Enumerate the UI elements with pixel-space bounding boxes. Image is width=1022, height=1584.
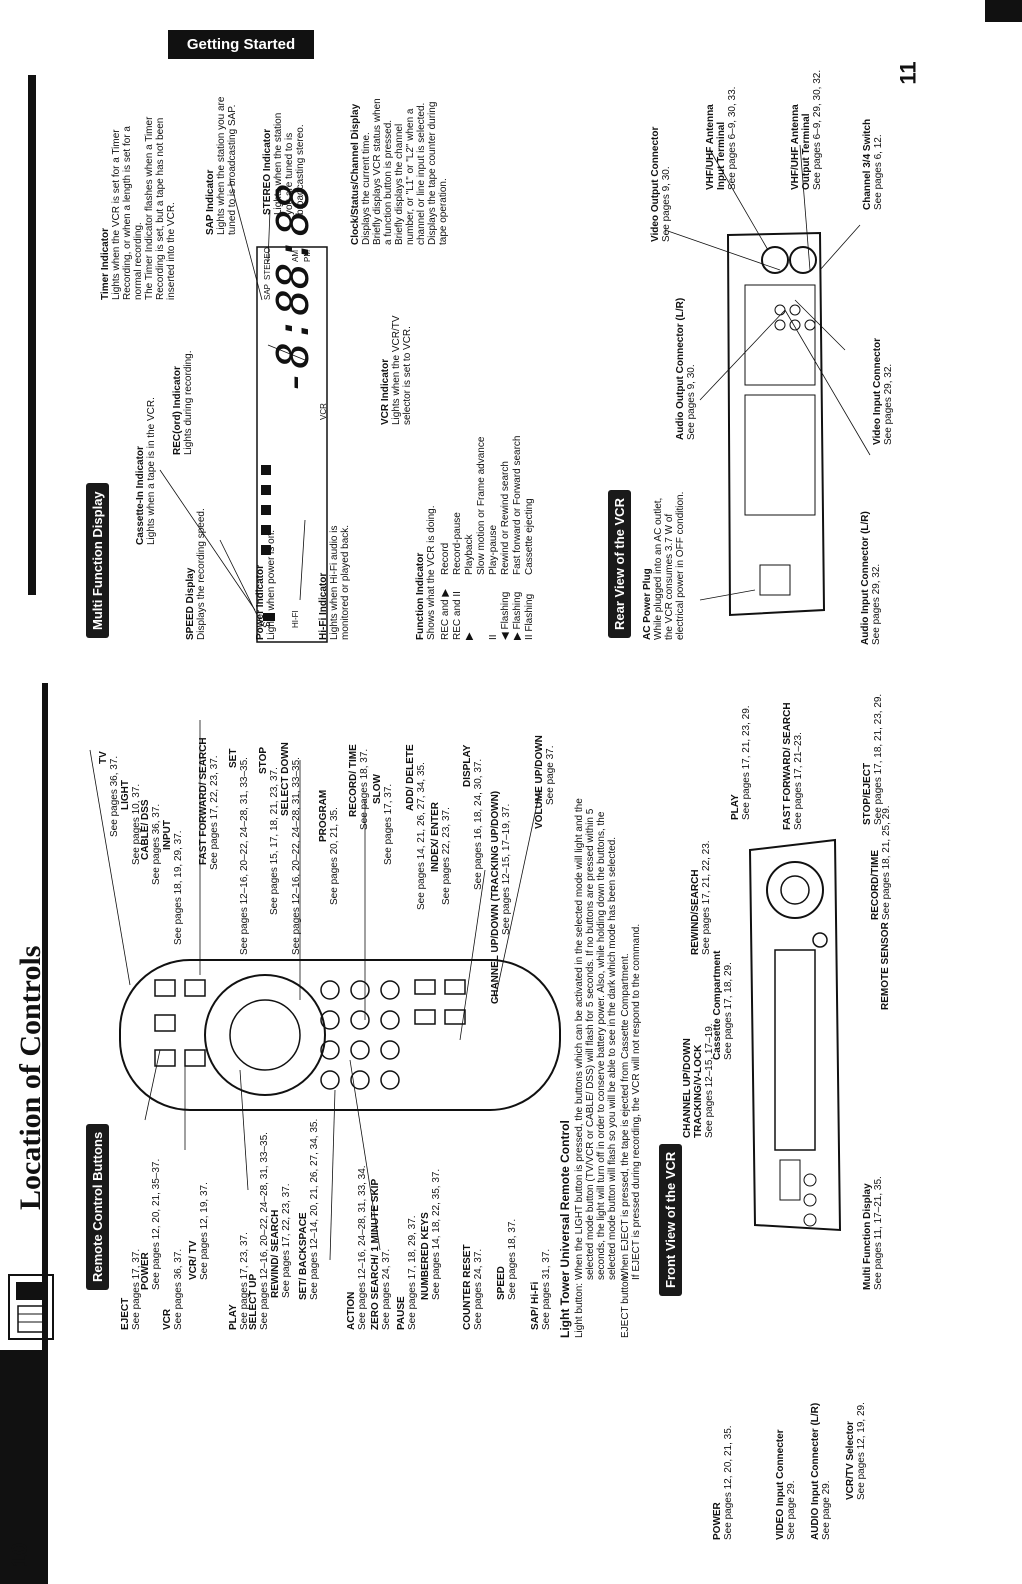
page-rule-top	[42, 683, 48, 1584]
getting-started-tab: Getting Started	[168, 30, 314, 59]
vcr-remote-logo-icon	[8, 1274, 54, 1340]
edge-bar-right	[985, 0, 1022, 22]
lcd-display-drawing	[256, 246, 328, 643]
front-vcr-drawing	[748, 838, 842, 1232]
remote-control-drawing	[119, 959, 561, 1111]
rear-vcr-drawing	[726, 231, 826, 617]
edge-bar-left	[0, 1350, 42, 1584]
page-rule-bottom	[28, 75, 36, 595]
